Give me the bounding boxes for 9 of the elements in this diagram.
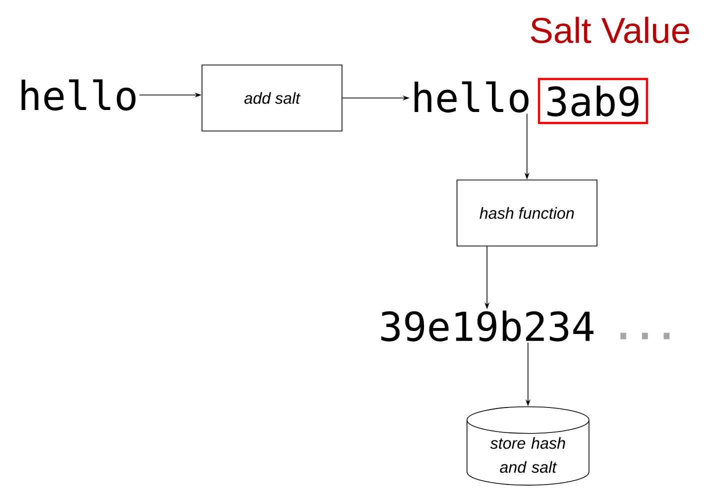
process-box: add salt: [202, 64, 342, 132]
ellipsis: ...: [620, 332, 670, 340]
highlight-box: 3ab9: [538, 78, 648, 124]
code-text: 39e19b234: [381, 310, 594, 342]
code-text: hello: [414, 81, 529, 113]
callout-label: Salt Value: [530, 16, 690, 44]
process-box: hash function: [456, 180, 598, 246]
database-cylinder: store hash and salt: [466, 406, 590, 486]
code-text: hello: [22, 79, 136, 111]
